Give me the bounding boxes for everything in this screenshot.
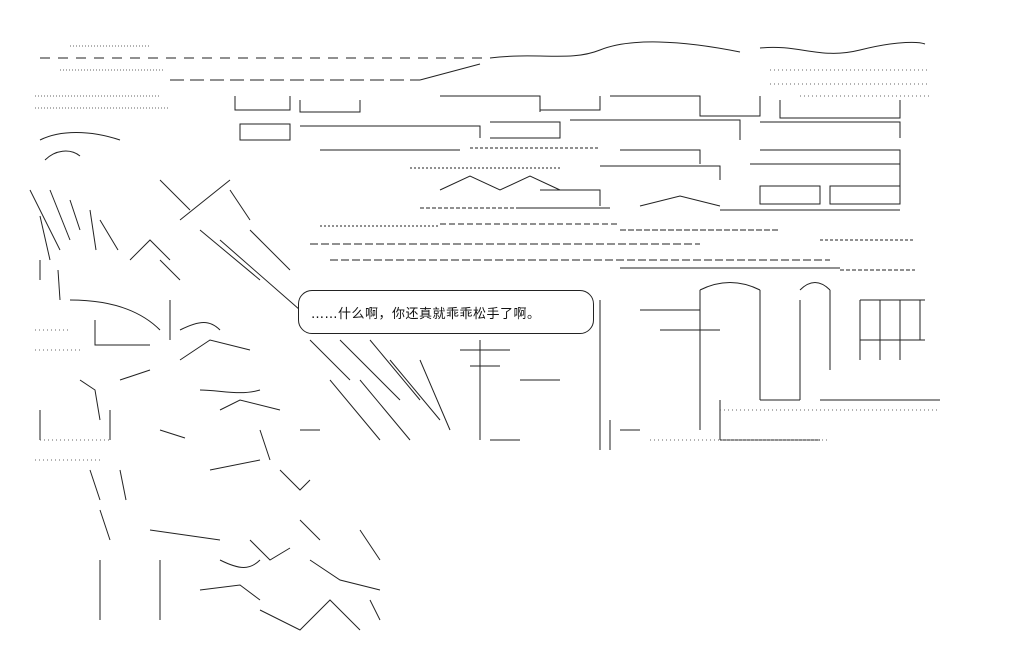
speech-bubble: ……什么啊，你还真就乖乖松手了啊。 (298, 290, 594, 334)
speech-bubble-text: ……什么啊，你还真就乖乖松手了啊。 (311, 306, 541, 322)
